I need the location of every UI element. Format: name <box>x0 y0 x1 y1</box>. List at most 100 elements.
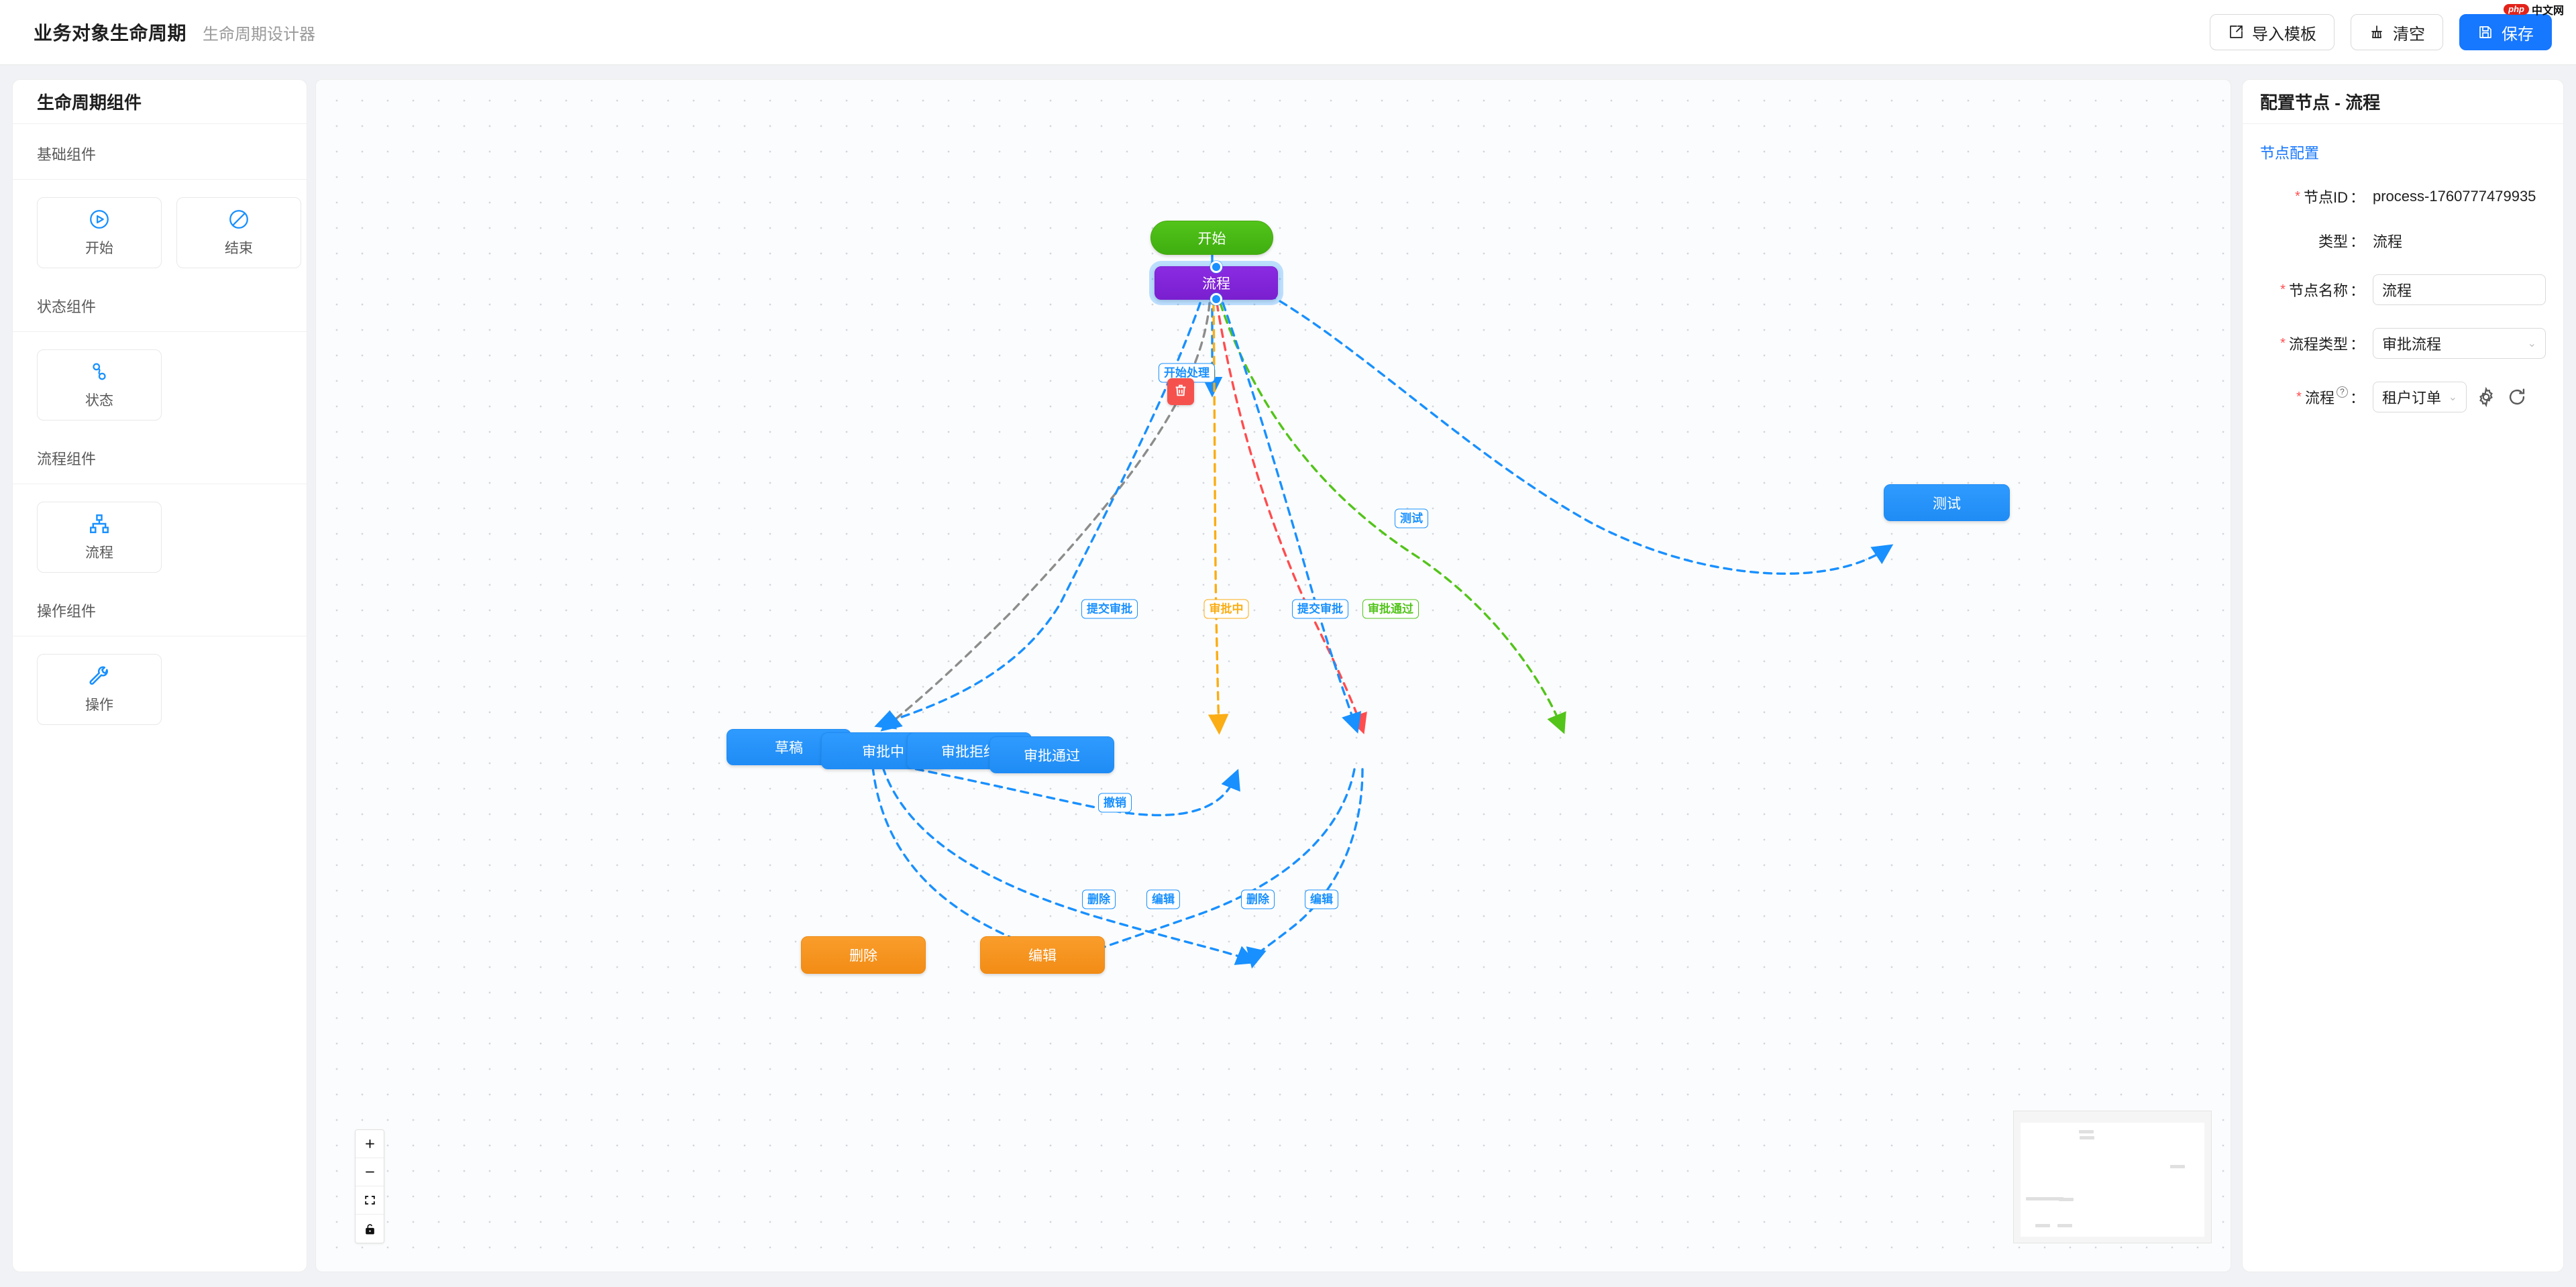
node-config-title: 配置节点 - 流程 <box>2260 93 2381 113</box>
config-select-value: 租户订单 <box>2382 390 2442 406</box>
config-label-text: 节点ID <box>2303 189 2348 206</box>
config-label-process: *流程?： <box>2260 386 2373 408</box>
clear-button[interactable]: 清空 <box>2351 14 2443 50</box>
config-label-node_name: *节点名称： <box>2260 279 2373 300</box>
sidebar-palette: 操作 <box>13 636 307 733</box>
header-titles: 业务对象生命周期 生命周期设计器 <box>34 19 315 46</box>
clear-label: 清空 <box>2393 25 2425 44</box>
config-input-node_name[interactable]: 流程 <box>2373 274 2546 305</box>
minimap-node <box>2170 1164 2186 1168</box>
config-value-node_id: process-1760777479935 <box>2373 188 2536 205</box>
edge-label[interactable]: 审批通过 <box>1362 599 1419 619</box>
minimap-viewport <box>2021 1123 2204 1237</box>
app-header: 业务对象生命周期 生命周期设计器 导入模板 清空 <box>0 0 2576 65</box>
edge-label[interactable]: 编辑 <box>1305 889 1338 909</box>
help-icon[interactable]: ? <box>2336 386 2348 398</box>
refresh-icon[interactable] <box>2506 386 2528 408</box>
config-label-text: 节点名称 <box>2288 282 2348 299</box>
plus-icon <box>365 1139 374 1148</box>
import-template-button[interactable]: 导入模板 <box>2210 14 2334 50</box>
required-asterisk: * <box>2295 189 2300 204</box>
node-config-header: 配置节点 - 流程 <box>2243 80 2563 124</box>
broom-icon <box>2369 24 2385 40</box>
save-button[interactable]: 保存 <box>2459 14 2552 50</box>
minimap-node <box>2078 1130 2094 1134</box>
edge-label[interactable]: 审批中 <box>1203 599 1249 619</box>
header-actions: 导入模板 清空 保存 <box>2210 14 2552 50</box>
config-select-value: 审批流程 <box>2382 336 2442 353</box>
flow-node-label: 删除 <box>849 948 877 964</box>
edge-label[interactable]: 提交审批 <box>1292 599 1348 619</box>
config-row-node_type: 类型：流程 <box>2260 230 2546 251</box>
config-row-process_type: *流程类型：审批流程⌄ <box>2260 328 2546 359</box>
edge-label[interactable]: 删除 <box>1241 889 1275 909</box>
minimap-node <box>2048 1197 2063 1201</box>
sidebar-palette: 状态 <box>13 332 307 429</box>
required-asterisk: * <box>2280 282 2286 297</box>
chevron-down-icon: ⌄ <box>2527 338 2536 349</box>
label-colon: ： <box>2349 233 2365 250</box>
required-asterisk: * <box>2296 390 2302 404</box>
config-row-node_id: *节点ID：process-1760777479935 <box>2260 186 2546 207</box>
palette-item-流程[interactable]: 流程 <box>37 502 162 573</box>
lock-button[interactable] <box>356 1215 384 1243</box>
flow-node-delete[interactable]: 删除 <box>801 936 926 974</box>
import-template-label: 导入模板 <box>2252 25 2316 44</box>
minimap-node <box>2035 1224 2051 1228</box>
label-colon: ： <box>2349 189 2365 206</box>
edge-label[interactable]: 编辑 <box>1146 889 1180 909</box>
wrench-icon <box>88 665 111 687</box>
config-select-process[interactable]: 租户订单 ⌄ <box>2373 382 2467 412</box>
minimap[interactable] <box>2013 1111 2212 1243</box>
node-handle-bottom[interactable] <box>1210 293 1222 305</box>
edge-delete-button[interactable] <box>1167 378 1194 405</box>
flow-node-approved[interactable]: 审批通过 <box>989 736 1114 773</box>
node-handle-top[interactable] <box>1210 261 1222 273</box>
sidebar-group-title: 操作组件 <box>13 581 307 636</box>
palette-item-状态[interactable]: 状态 <box>37 349 162 421</box>
edge-label[interactable]: 提交审批 <box>1081 599 1138 619</box>
zoom-out-button[interactable] <box>356 1158 384 1186</box>
sidebar-group-title: 基础组件 <box>13 124 307 180</box>
flow-node-label: 审批通过 <box>1024 748 1080 764</box>
node-config-section-link[interactable]: 节点配置 <box>2260 145 2320 162</box>
minimap-node <box>2079 1136 2094 1139</box>
component-sidebar: 生命周期组件 基础组件开始结束状态组件状态流程组件流程操作组件操作 <box>12 79 307 1272</box>
edge-label[interactable]: 删除 <box>1082 889 1116 909</box>
flow-edges <box>871 254 1894 969</box>
flow-node-test[interactable]: 测试 <box>1884 484 2010 521</box>
label-colon: ： <box>2349 336 2365 353</box>
sidebar-header: 生命周期组件 <box>13 80 307 124</box>
flow-node-label: 审批中 <box>862 744 904 760</box>
minus-icon <box>365 1171 374 1173</box>
label-colon: ： <box>2349 282 2365 299</box>
minimap-node <box>2026 1196 2041 1200</box>
config-select-process_type[interactable]: 审批流程 ⌄ <box>2373 328 2546 359</box>
required-asterisk: * <box>2280 336 2286 351</box>
config-label-node_id: *节点ID： <box>2260 186 2373 207</box>
flow-node-start[interactable]: 开始 <box>1150 221 1273 255</box>
flow-node-edit[interactable]: 编辑 <box>980 936 1105 974</box>
play-circle-icon <box>88 208 111 231</box>
flow-node-label: 开始 <box>1197 231 1226 247</box>
fit-view-button[interactable] <box>356 1186 384 1215</box>
config-row-process: *流程?： 租户订单 ⌄ <box>2260 382 2546 412</box>
edge-label[interactable]: 撤销 <box>1098 793 1132 813</box>
sidebar-palette: 流程 <box>13 484 307 581</box>
palette-item-开始[interactable]: 开始 <box>37 197 162 268</box>
chevron-down-icon: ⌄ <box>2448 392 2457 403</box>
edge-label[interactable]: 测试 <box>1395 508 1428 528</box>
flow-node-label: 编辑 <box>1028 948 1057 964</box>
zoom-in-button[interactable] <box>356 1130 384 1158</box>
palette-item-操作[interactable]: 操作 <box>37 654 162 725</box>
gear-icon[interactable] <box>2475 386 2498 408</box>
palette-item-结束[interactable]: 结束 <box>176 197 301 268</box>
sidebar-group-title: 状态组件 <box>13 276 307 332</box>
sidebar-title: 生命周期组件 <box>37 93 142 113</box>
fit-view-icon <box>364 1196 375 1205</box>
config-row-node_name: *节点名称：流程 <box>2260 274 2546 305</box>
flow-node-process[interactable]: 流程 <box>1155 261 1278 305</box>
label-colon: ： <box>2349 390 2365 406</box>
flow-canvas[interactable]: 开始流程草稿审批中审批拒绝审批通过测试删除编辑 开始处理测试提交审批审批中提交审… <box>315 79 2231 1272</box>
